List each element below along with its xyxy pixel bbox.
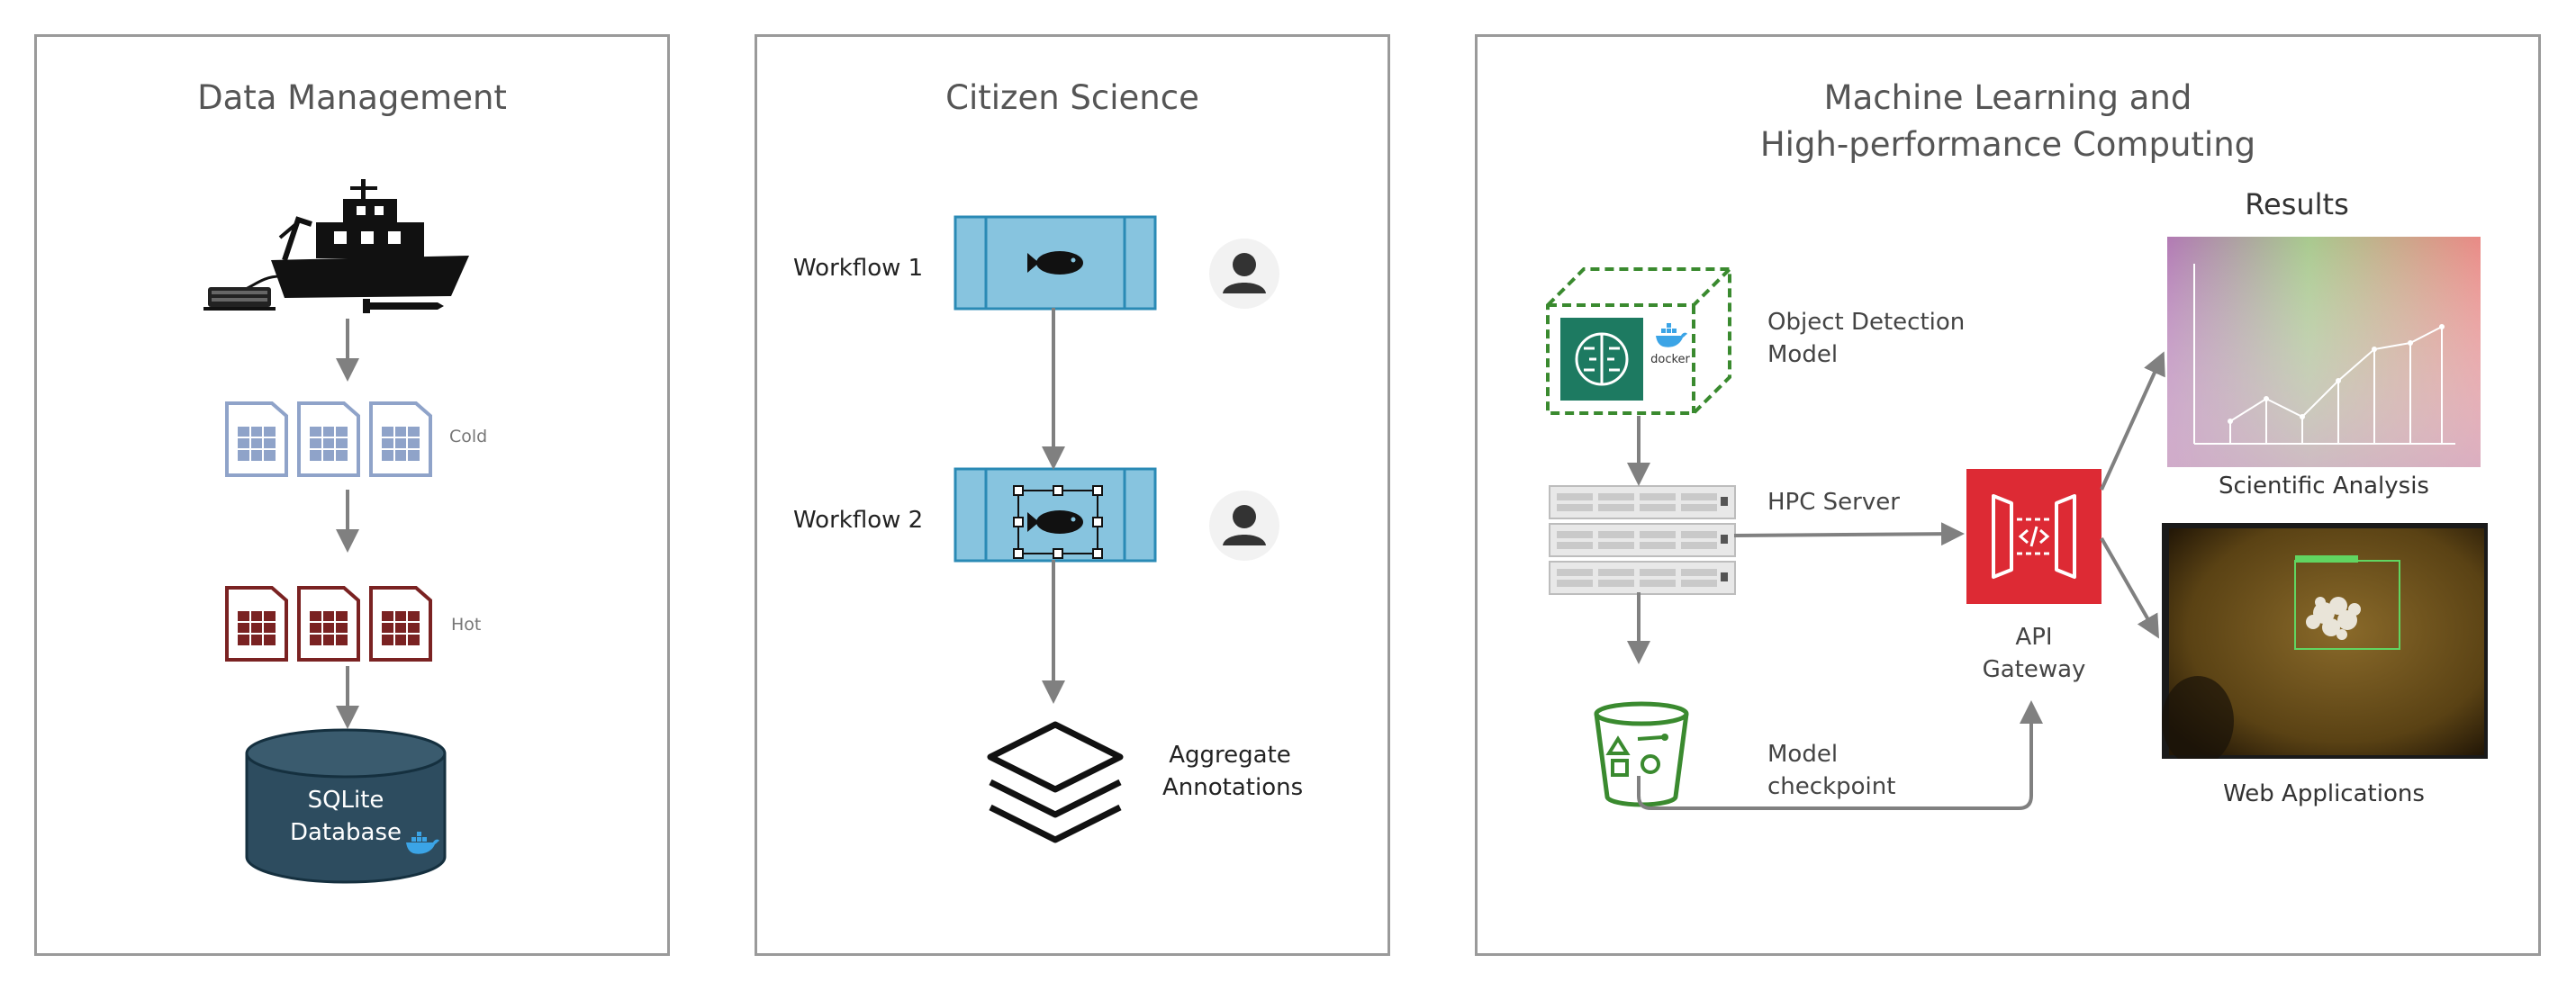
- web-application-screenshot: [2162, 523, 2488, 759]
- brain-icon: [1575, 332, 1629, 386]
- ml-hpc-panel: Machine Learning and High-performance Co…: [1475, 34, 2541, 956]
- hpc-server-label: HPC Server: [1767, 489, 1900, 516]
- cold-label: Cold: [449, 427, 488, 446]
- ml-hpc-title-line1: Machine Learning and: [1823, 78, 2192, 117]
- user-avatar-icon: [1209, 491, 1279, 561]
- docker-label: docker: [1650, 353, 1690, 366]
- api-gateway-label-line2: Gateway: [1982, 656, 2086, 683]
- object-detection-label-line1: Object Detection: [1767, 309, 1966, 336]
- hot-label: Hot: [451, 615, 482, 635]
- arrow-api-to-analysis: [2100, 351, 2165, 491]
- hot-storage-files-icon: [225, 586, 432, 662]
- hpc-server-icon: [1549, 485, 1736, 595]
- layers-icon: [987, 721, 1124, 843]
- scientific-analysis-chart-thumbnail: [2167, 237, 2481, 467]
- workflow-2-label: Workflow 2: [793, 507, 924, 534]
- data-management-panel: Data Management: [34, 34, 670, 956]
- workflow-1-label: Workflow 1: [793, 255, 924, 282]
- db-label-line2: Database: [289, 819, 402, 846]
- workflow-1-box: [954, 215, 1157, 311]
- research-vessel-icon: [203, 179, 469, 313]
- ml-model-container-icon: docker: [1546, 267, 1731, 415]
- citizen-science-title: Citizen Science: [945, 78, 1199, 117]
- model-checkpoint-label-line1: Model: [1767, 741, 1839, 768]
- arrow-api-to-webapp: [2100, 537, 2159, 639]
- api-gateway-icon: [1966, 469, 2101, 604]
- model-checkpoint-label-line2: checkpoint: [1767, 773, 1896, 800]
- aggregate-label-line2: Annotations: [1162, 774, 1304, 801]
- ml-hpc-title-line2: High-performance Computing: [1759, 125, 2256, 164]
- docker-whale-icon: [406, 832, 439, 854]
- object-detection-label-line2: Model: [1767, 341, 1839, 368]
- web-applications-label: Web Applications: [2223, 780, 2425, 807]
- scientific-analysis-label: Scientific Analysis: [2219, 473, 2429, 500]
- cold-storage-files-icon: [225, 401, 432, 477]
- arrow-server-to-api: [1733, 522, 1965, 546]
- results-title: Results: [2245, 187, 2349, 221]
- data-management-title: Data Management: [197, 78, 507, 117]
- fish-icon: [1027, 251, 1083, 275]
- aggregate-label-line1: Aggregate: [1169, 742, 1291, 769]
- api-gateway-label-line1: API: [2015, 624, 2053, 651]
- arrow-bucket-to-api: [1637, 700, 2043, 810]
- workflow-2-box: [954, 467, 1157, 563]
- docker-logo-icon: [1656, 323, 1687, 347]
- database-icon: [245, 728, 447, 884]
- user-avatar-icon: [1209, 239, 1279, 309]
- citizen-science-panel: Citizen Science Workflow 1 Workflow 2: [755, 34, 1390, 956]
- db-label-line1: SQLite: [307, 787, 384, 814]
